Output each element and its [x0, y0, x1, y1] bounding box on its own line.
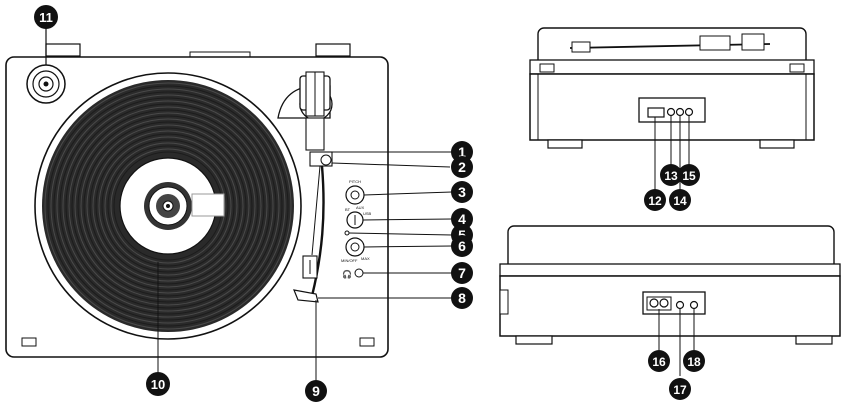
record-groove	[98, 136, 238, 276]
svg-text:12: 12	[648, 194, 662, 208]
turntable-side-view	[499, 225, 841, 376]
svg-text:7: 7	[458, 265, 466, 281]
record-groove	[68, 106, 268, 306]
rca-right	[659, 298, 669, 308]
usb-label: USB	[363, 211, 372, 216]
record-groove	[89, 127, 247, 285]
callout-9: 9	[305, 380, 327, 402]
svg-text:3: 3	[458, 184, 466, 200]
pitch-label: PITCH	[349, 179, 361, 184]
callout-10: 10	[146, 372, 170, 396]
callout-11: 11	[34, 5, 58, 29]
callout-12: 12	[644, 189, 666, 211]
turntable-top-view: PITCH BT AUX USB MIN/OFF MAX 🎧	[5, 28, 453, 380]
svg-text:10: 10	[151, 377, 165, 392]
45rpm-adapter	[26, 64, 66, 104]
hinge-left	[45, 43, 81, 57]
mode-switch	[346, 211, 364, 229]
pitch-knob	[345, 185, 365, 205]
callout-6: 6	[451, 235, 473, 257]
aux-label: AUX	[356, 205, 365, 210]
svg-text:17: 17	[673, 383, 687, 397]
usb-port	[647, 107, 665, 118]
headphone-icon: 🎧	[342, 269, 352, 279]
record-groove	[74, 112, 262, 300]
record-groove	[83, 121, 253, 291]
rear-jack-15	[684, 107, 694, 117]
spindle	[166, 204, 170, 208]
svg-text:9: 9	[312, 383, 320, 399]
record-groove	[107, 145, 229, 267]
svg-text:18: 18	[687, 355, 701, 369]
record-groove	[53, 91, 283, 321]
callout-4: 4	[451, 208, 473, 230]
record-groove	[80, 118, 256, 294]
min-off-label: MIN/OFF	[341, 258, 358, 263]
record-groove	[86, 124, 250, 288]
rear-jack-13	[666, 107, 676, 117]
callout-17: 17	[669, 378, 691, 400]
svg-text:11: 11	[39, 10, 53, 25]
record-groove	[50, 88, 286, 324]
leader-lines	[157, 151, 453, 380]
callout-13: 13	[660, 164, 682, 186]
callout-15: 15	[678, 164, 700, 186]
tonearm	[310, 165, 325, 297]
svg-text:4: 4	[458, 211, 466, 227]
svg-text:16: 16	[652, 355, 666, 369]
bt-label: BT	[345, 207, 351, 212]
record-groove	[95, 133, 241, 279]
max-label: MAX	[361, 256, 370, 261]
svg-text:8: 8	[458, 290, 466, 306]
callout-markers: 1 2 3 4 5 6 7 8	[34, 5, 705, 402]
callout-8: 8	[451, 287, 473, 309]
side-leader-lines	[658, 309, 695, 376]
record-groove	[71, 109, 265, 303]
indicator-led	[344, 230, 350, 236]
callout-3: 3	[451, 181, 473, 203]
callout-16: 16	[648, 350, 670, 372]
record-groove	[77, 115, 259, 297]
volume-knob	[345, 237, 365, 257]
rear-jack-14	[675, 107, 685, 117]
side-jack-17	[675, 300, 685, 310]
headphone-jack	[354, 268, 364, 278]
svg-text:2: 2	[458, 159, 466, 175]
record-groove	[65, 103, 271, 309]
record-groove	[44, 82, 292, 330]
callout-7: 7	[451, 262, 473, 284]
callout-18: 18	[683, 350, 705, 372]
record-groove	[92, 130, 244, 282]
record-groove	[104, 142, 232, 270]
svg-text:6: 6	[458, 238, 466, 254]
record-grooves	[44, 82, 292, 330]
record-groove	[110, 148, 226, 264]
callout-2: 2	[451, 156, 473, 178]
record-groove	[59, 97, 277, 315]
rca-left	[649, 298, 659, 308]
svg-text:5: 5	[458, 227, 466, 243]
svg-text:14: 14	[673, 194, 687, 208]
hinge-right	[315, 43, 351, 57]
svg-text:13: 13	[664, 169, 678, 183]
record-groove	[47, 85, 289, 327]
callout-14: 14	[669, 189, 691, 211]
record-groove	[56, 94, 280, 318]
svg-text:15: 15	[682, 169, 696, 183]
side-jack-18	[689, 300, 699, 310]
turntable-rear-view	[529, 27, 815, 190]
svg-text:1: 1	[458, 144, 466, 160]
record-groove	[101, 139, 235, 273]
record-groove	[62, 100, 274, 312]
